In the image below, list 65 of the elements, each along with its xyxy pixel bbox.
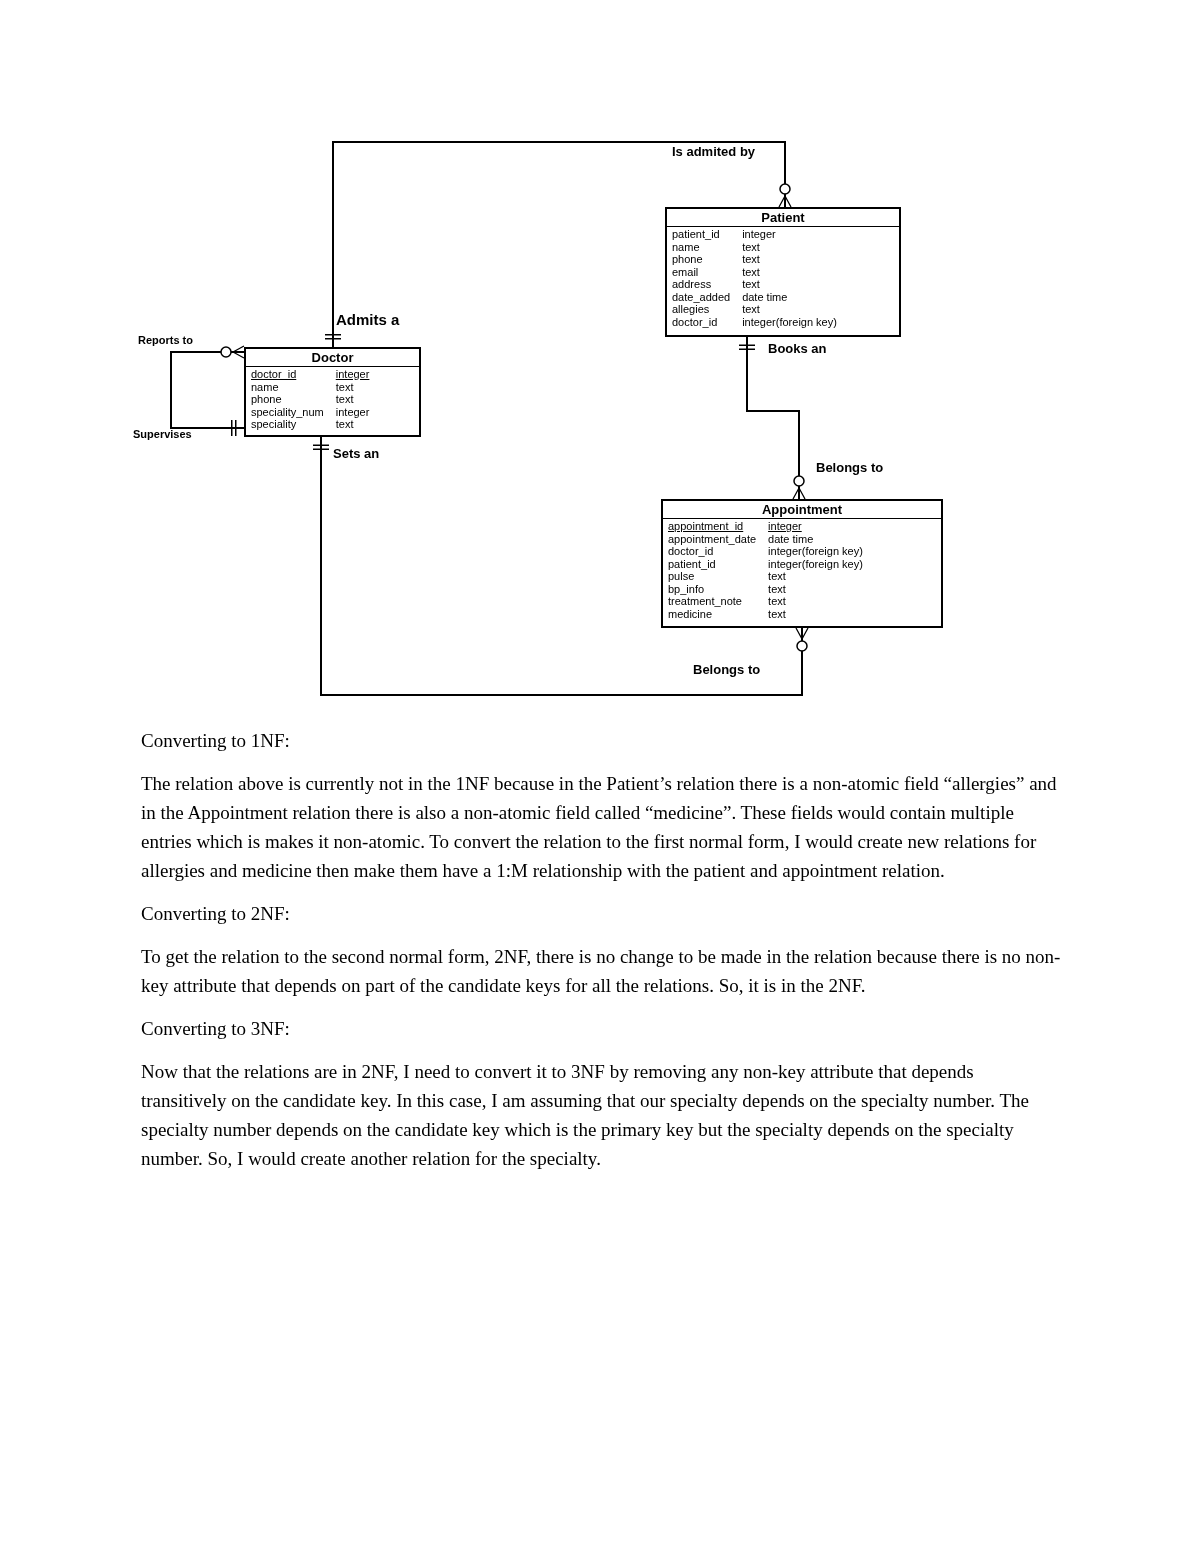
relationship-label: Sets an [333, 447, 380, 460]
attribute-name: speciality [251, 418, 298, 431]
attribute-type: integer(foreign key) [768, 557, 864, 570]
attribute-name: email [672, 265, 700, 278]
attribute-name: appointment_id [668, 520, 745, 533]
attribute-type: text [742, 265, 761, 278]
relationship-label: Belongs to [693, 663, 761, 676]
entity-table [244, 347, 421, 437]
relationship-label: Admits a [336, 312, 400, 327]
entity-title: Patient [761, 210, 805, 225]
attribute-type: integer [742, 228, 777, 241]
attribute-name: phone [251, 393, 283, 406]
attribute-name: doctor_id [251, 368, 298, 381]
attribute-name: allegies [672, 303, 711, 316]
attribute-name: phone [672, 253, 704, 266]
attribute-type: text [768, 582, 787, 595]
attribute-type: text [768, 570, 787, 583]
section-heading: Converting to 2NF: [141, 902, 291, 926]
relationship-line [739, 336, 806, 500]
relationship-label: Is admited by [672, 145, 756, 158]
attribute-name: treatment_note [668, 595, 743, 608]
attribute-name: name [251, 380, 280, 393]
attribute-type: text [768, 595, 787, 608]
paragraph: Now that the relations are in 2NF, I need to convert it to 3NF by removing any non-key attribute that depends transitively on the candidate key. In this case, I am assuming that our specialty depends on the specialty number. The specialty number depends on the candidate key which is the primary key but the specialty depends on the specialty number. So, I would create another relation for the specialty. [141, 1060, 1030, 1171]
entity-table [665, 207, 901, 337]
attribute-type: text [335, 393, 355, 406]
attribute-type: text [742, 278, 761, 291]
relationship-line [170, 345, 245, 436]
paragraph: The relation above is currently not in the 1NF because in the Patient’s relation there is a non-atomic field “allergies” and in the Appointment relation there is also a non-atomic field called “medicine”. These fields would contain multiple entries which is makes it non-atomic. To convert the relation to the first normal form, I would create new relations for allergies and medicine then make them have a 1:M relationship with the patient and appointment relation. [141, 772, 1058, 883]
section-heading: Converting to 3NF: [141, 1017, 291, 1041]
attribute-name: patient_id [672, 228, 721, 241]
entity-title: Appointment [761, 502, 843, 517]
attribute-type: text [768, 607, 787, 620]
attribute-type: integer(foreign key) [742, 315, 838, 328]
entity-table [661, 499, 943, 628]
attribute-name: appointment_date [668, 532, 757, 545]
paragraph: To get the relation to the second normal form, 2NF, there is no change to be made in the relation because there is no non-key attribute that depends on part of the candidate keys for all the relations. So, it is in the 2NF. [141, 945, 1061, 998]
attribute-type: text [742, 303, 761, 316]
section-heading: Converting to 1NF: [141, 729, 291, 753]
attribute-type: integer [335, 368, 371, 381]
attribute-name: speciality_num [251, 405, 324, 418]
relationship-label: Belongs to [816, 461, 884, 474]
attribute-name: bp_info [668, 582, 706, 595]
attribute-type: integer [335, 405, 371, 418]
attribute-name: date_added [672, 290, 731, 303]
attribute-type: text [335, 380, 355, 393]
attribute-name: medicine [668, 607, 714, 620]
relationship-line [325, 141, 792, 348]
attribute-name: address [672, 278, 713, 291]
relationship-label: Reports to [138, 335, 193, 346]
attribute-type: integer(foreign key) [768, 545, 864, 558]
attribute-type: integer [768, 520, 803, 533]
attribute-type: date time [768, 532, 815, 545]
relationship-label: Supervises [133, 429, 192, 440]
attribute-name: doctor_id [672, 315, 719, 328]
attribute-name: pulse [668, 570, 696, 583]
relationship-line [313, 436, 809, 696]
attribute-type: date time [742, 290, 789, 303]
attribute-type: text [335, 418, 355, 431]
attribute-name: patient_id [668, 557, 717, 570]
attribute-type: text [742, 240, 761, 253]
attribute-type: text [742, 253, 761, 266]
attribute-name: name [672, 240, 701, 253]
entity-title: Doctor [311, 350, 354, 365]
attribute-name: doctor_id [668, 545, 715, 558]
